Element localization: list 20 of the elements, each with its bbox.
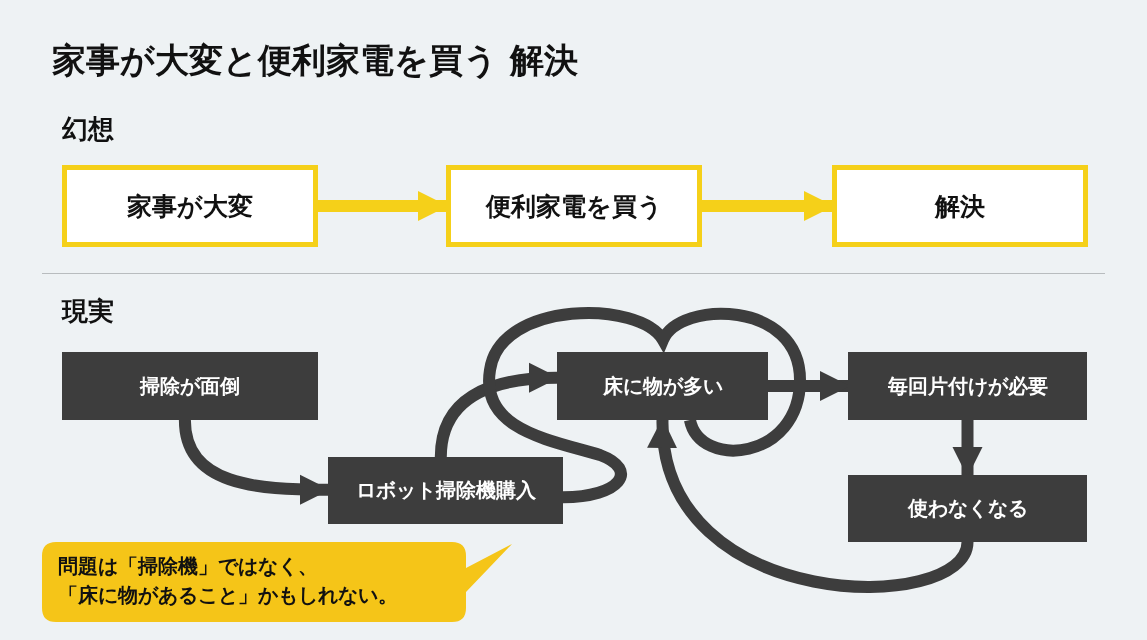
process-box: 掃除が面倒	[62, 352, 318, 420]
arrow	[434, 363, 559, 458]
callout-text: 問題は「掃除機」ではなく、「床に物があること」かもしれない。	[58, 553, 399, 609]
arrow	[702, 191, 834, 221]
section-heading: 現実	[62, 295, 114, 328]
arrow	[650, 418, 974, 593]
arrow	[952, 420, 983, 477]
process-box: 毎回片付けが必要	[848, 352, 1087, 420]
process-box: ロボット掃除機購入	[328, 457, 563, 524]
title: 家事が大変と便利家電を買う 解決	[52, 39, 578, 82]
arrow	[178, 419, 330, 505]
process-box: 使わなくなる	[848, 475, 1087, 542]
arrow	[768, 371, 850, 401]
speech-bubble	[42, 540, 512, 624]
process-box: 解決	[832, 165, 1088, 247]
process-box: 床に物が多い	[557, 352, 768, 420]
section-heading: 幻想	[62, 113, 114, 146]
process-box: 家事が大変	[62, 165, 318, 247]
arrow	[318, 191, 448, 221]
process-box: 便利家電を買う	[446, 165, 702, 247]
